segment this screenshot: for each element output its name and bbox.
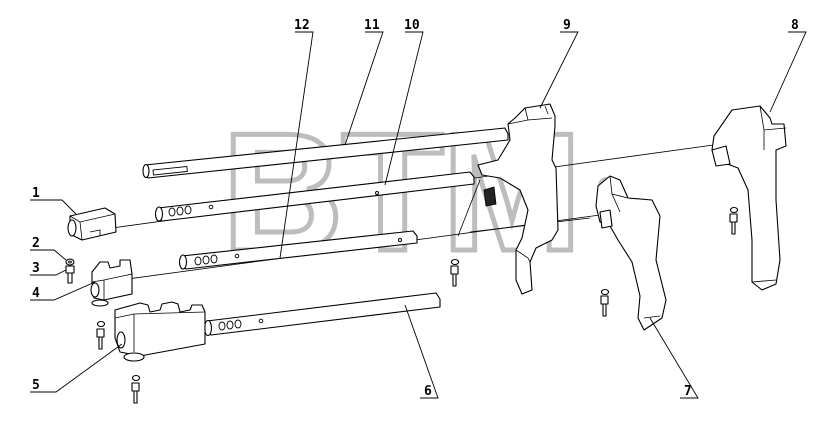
select-block-part-5: [114, 301, 206, 362]
shift-fork-part-8: [711, 105, 787, 291]
screw-part-4a: [96, 320, 106, 350]
callout-11: 11: [364, 18, 380, 33]
shift-fork-part-7: [595, 175, 667, 331]
callout-5: 5: [32, 378, 40, 393]
shaft-12: [178, 230, 418, 270]
callout-12: 12: [294, 18, 310, 33]
callout-3: 3: [32, 261, 40, 276]
callout-7: 7: [684, 384, 692, 399]
screw-part-5a: [131, 374, 141, 404]
shaft-10: [154, 171, 475, 222]
callout-2: 2: [32, 236, 40, 251]
callout-10: 10: [404, 18, 420, 33]
block-part-1: [67, 207, 117, 241]
select-block-part-4: [90, 259, 133, 307]
shaft-6: [203, 292, 441, 337]
screw-part-8a: [729, 206, 739, 235]
shaft-11: [142, 127, 509, 179]
leader-lines: [30, 31, 807, 399]
callout-8: 8: [791, 18, 799, 33]
callout-labels: 1 2 3 4 5 6 7 8 9 10 11 12: [32, 18, 799, 399]
callout-9: 9: [563, 18, 571, 33]
callout-6: 6: [424, 384, 432, 399]
screw-part-3: [65, 265, 75, 284]
screw-part-9a: [450, 258, 460, 287]
callout-4: 4: [32, 286, 40, 301]
washer-part-2: [65, 258, 75, 266]
screw-part-7a: [600, 288, 610, 317]
callout-1: 1: [32, 186, 40, 201]
shift-fork-part-9: [477, 103, 559, 295]
